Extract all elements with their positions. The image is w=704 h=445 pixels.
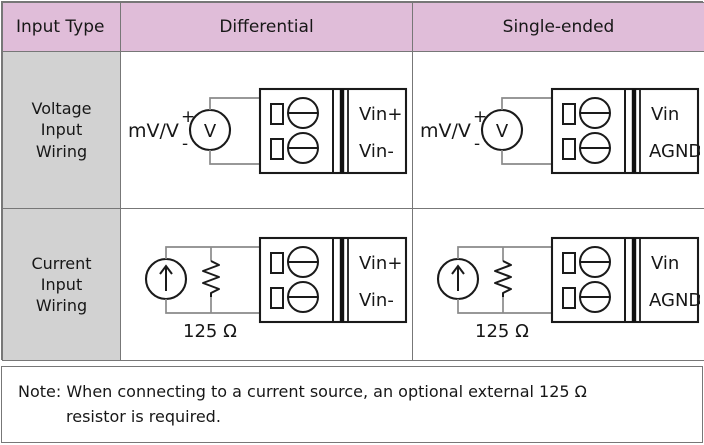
table-row-voltage-input-wiring: Voltage Input Wiring mV/V + (2, 51, 704, 209)
voltage-source-symbol: V (495, 121, 508, 142)
diagram-voltage-differential: mV/V + - V (120, 51, 413, 209)
resistor-icon (201, 259, 220, 297)
current-arrow-head (158, 263, 173, 275)
resistor-icon (493, 259, 512, 297)
wire-bottom-rail (164, 298, 260, 314)
voltage-source-symbol: V (203, 121, 216, 142)
terminal-label-2: Vin- (359, 141, 394, 162)
terminal-clamp-1 (561, 251, 576, 274)
row-label-line: Wiring (35, 141, 88, 161)
row-label-current-input-wiring: Current Input Wiring (2, 208, 121, 361)
voltage-source-label: mV/V (420, 120, 471, 142)
terminal-clamp-2 (561, 138, 576, 160)
wiring-table: Input Type Differential Single-ended Vol… (1, 1, 704, 361)
terminal-clamp-1 (269, 251, 284, 274)
wire-positive (208, 97, 260, 110)
note-line-2: resistor is required. (66, 406, 221, 426)
terminal-label-1: Vin (651, 253, 679, 274)
current-differential-circuit: 125 Ω (144, 236, 407, 342)
terminal-label-1: Vin+ (359, 253, 402, 274)
current-arrow-head (450, 263, 465, 275)
resistor-value-label: 125 Ω (475, 321, 529, 342)
terminal-clamp-1 (269, 103, 284, 125)
row-label-line: Input (40, 274, 83, 294)
terminal-label-1: Vin (651, 104, 679, 125)
terminal-label-2: AGND (649, 141, 700, 162)
row-label-line: Current (31, 253, 92, 273)
row-label-line: Voltage (31, 99, 92, 119)
row-label-voltage-input-wiring: Voltage Input Wiring (2, 51, 121, 209)
diagram-current-differential: 125 Ω (120, 208, 413, 361)
voltage-source-label: mV/V (128, 120, 179, 142)
current-single-ended-circuit: 125 Ω Vin (436, 236, 700, 342)
table-header-row: Input Type Differential Single-ended (2, 2, 704, 52)
terminal-label-2: AGND (649, 290, 700, 311)
wire-signal (500, 97, 552, 110)
header-single-ended: Single-ended (412, 2, 704, 52)
diagram-voltage-single-ended: mV/V + - V (412, 51, 704, 209)
resistor-value-label: 125 Ω (183, 321, 237, 342)
header-differential: Differential (120, 2, 413, 52)
diagram-current-single-ended: 125 Ω Vin (412, 208, 704, 361)
row-label-line: Wiring (35, 296, 88, 316)
terminal-clamp-1 (561, 103, 576, 125)
terminal-clamp-2 (269, 138, 284, 160)
voltage-differential-circuit: mV/V + - V (128, 87, 407, 175)
voltage-single-ended-circuit: mV/V + - V (420, 87, 700, 175)
wire-ground (500, 150, 552, 165)
note-box: Note: When connecting to a current sourc… (1, 366, 703, 443)
wire-negative (208, 150, 260, 165)
terminal-clamp-2 (561, 286, 576, 309)
terminal-label-1: Vin+ (359, 104, 402, 125)
polarity-minus-sign: - (474, 134, 480, 154)
terminal-clamp-2 (269, 286, 284, 309)
polarity-minus-sign: - (182, 134, 188, 154)
wire-top-rail (164, 245, 260, 259)
wire-bottom-rail (456, 298, 552, 314)
header-input-type: Input Type (2, 2, 121, 52)
row-label-line: Input (40, 120, 83, 140)
note-line-1: Note: When connecting to a current sourc… (18, 382, 587, 401)
wire-top-rail (456, 245, 552, 259)
terminal-label-2: Vin- (359, 290, 394, 311)
table-row-current-input-wiring: Current Input Wiring (2, 208, 704, 361)
